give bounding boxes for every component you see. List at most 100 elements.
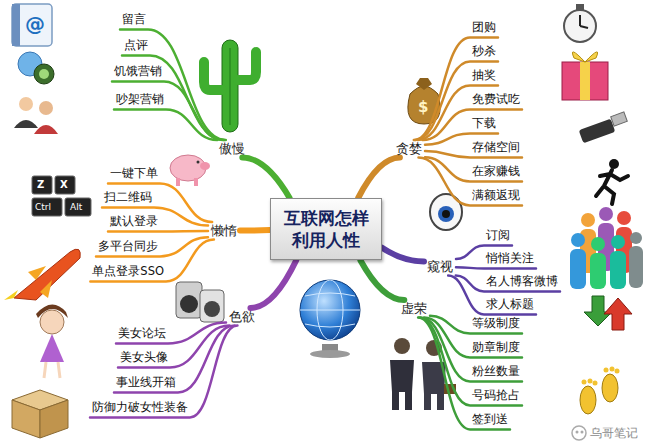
branch-topic: 窥视 bbox=[424, 258, 456, 276]
topic-text: 美女论坛 bbox=[118, 326, 166, 340]
topic-text: 美女头像 bbox=[120, 350, 168, 364]
topic-text: 互联网怎样 利用人性 bbox=[281, 207, 371, 251]
chat-icon-part bbox=[39, 69, 49, 79]
rocket-part bbox=[4, 290, 18, 300]
branch-line bbox=[360, 260, 404, 300]
globe-part bbox=[305, 324, 355, 327]
topic-text: 在家赚钱 bbox=[472, 164, 520, 178]
pig-part bbox=[176, 178, 180, 186]
branch-topic: 贪婪 bbox=[393, 140, 425, 158]
topic-text: 一键下单 bbox=[110, 166, 158, 180]
leaf-topic: 一键下单 bbox=[108, 166, 160, 183]
icon-text: X bbox=[60, 180, 68, 190]
gift-box-part bbox=[580, 62, 590, 100]
running-man bbox=[596, 159, 628, 204]
stopwatch bbox=[564, 4, 596, 42]
topic-text: 虚荣 bbox=[401, 301, 427, 317]
girl-figure-part bbox=[36, 304, 68, 318]
rocket-part bbox=[14, 249, 80, 300]
people-icon bbox=[14, 97, 58, 134]
footprints-part bbox=[610, 367, 615, 372]
business-people-part bbox=[405, 392, 412, 410]
topic-text: 懒惰 bbox=[211, 223, 237, 239]
cactus-part bbox=[238, 52, 256, 80]
leaf-topic: 在家赚钱 bbox=[470, 164, 522, 181]
crowd bbox=[570, 207, 643, 289]
eye-part bbox=[438, 206, 454, 222]
leaf-topic: 团购 bbox=[470, 20, 498, 37]
eye-part bbox=[442, 210, 450, 218]
crowd-part bbox=[591, 237, 605, 251]
keyboard-keys-part bbox=[32, 198, 62, 216]
topic-text: 色欲 bbox=[229, 309, 255, 325]
cactus-part bbox=[204, 62, 222, 90]
cactus bbox=[204, 40, 256, 132]
business-people-part bbox=[390, 360, 414, 392]
parcel-box bbox=[12, 390, 68, 438]
pig-part bbox=[197, 161, 200, 164]
crowd-part bbox=[571, 233, 585, 247]
leaf-line bbox=[108, 230, 208, 233]
branch-topic: 虚荣 bbox=[398, 300, 430, 318]
speakers-part bbox=[176, 282, 202, 318]
branch-topic: 懒惰 bbox=[208, 222, 240, 240]
leaf-topic: 默认登录 bbox=[108, 214, 160, 231]
topic-text: 窥视 bbox=[427, 259, 453, 275]
topic-text: 求人标题 bbox=[486, 297, 534, 311]
leaf-topic: 多平台同步 bbox=[96, 239, 160, 256]
topic-text: 扫二维码 bbox=[104, 190, 152, 204]
topic-text: 抽奖 bbox=[472, 68, 496, 82]
rocket-part bbox=[28, 266, 46, 280]
icon-text: Ctrl bbox=[35, 203, 51, 212]
people-icon-part bbox=[19, 97, 33, 111]
branch-topic: 色欲 bbox=[226, 308, 258, 326]
leaf-topic: 点评 bbox=[122, 38, 150, 55]
topic-text: 防御力破女性装备 bbox=[92, 400, 188, 414]
people-icon-part bbox=[34, 125, 58, 134]
leaf-line bbox=[425, 157, 522, 181]
stopwatch-part bbox=[576, 4, 584, 10]
chat-icon-part bbox=[34, 64, 54, 84]
leaf-topic: 存储空间 bbox=[470, 140, 522, 157]
pig-part bbox=[200, 162, 210, 170]
footprints-part bbox=[604, 368, 609, 373]
usb-stick-part bbox=[579, 119, 616, 144]
running-man-part bbox=[609, 159, 619, 169]
cactus-part bbox=[229, 48, 231, 125]
topic-text: 多平台同步 bbox=[98, 239, 158, 253]
stopwatch-part bbox=[579, 15, 581, 26]
leaf-topic: 下载 bbox=[470, 116, 498, 133]
rocket bbox=[4, 249, 80, 300]
leaf-topic: 等级制度 bbox=[470, 316, 522, 333]
business-people-part bbox=[392, 392, 399, 410]
up-down-arrows-part bbox=[604, 298, 632, 330]
watermark-icon-part bbox=[576, 431, 579, 434]
girl-figure-part bbox=[44, 362, 46, 378]
people-icon-part bbox=[14, 120, 38, 128]
usb-stick bbox=[579, 112, 628, 143]
gift-box-part bbox=[572, 52, 597, 62]
leaf-line bbox=[90, 326, 237, 418]
topic-text: 傲慢 bbox=[219, 141, 245, 157]
speakers bbox=[176, 282, 224, 322]
email-icon bbox=[12, 4, 52, 46]
leaf-topic: 防御力破女性装备 bbox=[90, 400, 190, 417]
leaf-topic: 名人博客微博 bbox=[484, 274, 560, 291]
people-icon-part bbox=[39, 101, 53, 115]
footprints-part bbox=[615, 369, 620, 374]
gift-box-part bbox=[562, 62, 608, 100]
leaf-topic: 满额返现 bbox=[470, 188, 522, 205]
topic-text: 勋章制度 bbox=[472, 340, 520, 354]
stopwatch-part bbox=[564, 10, 596, 42]
footprints-part bbox=[588, 379, 593, 384]
leaf-topic: 吵架营销 bbox=[114, 92, 166, 109]
up-down-arrows bbox=[584, 296, 632, 330]
stopwatch-part bbox=[580, 26, 588, 28]
leaf-topic: 悄悄关注 bbox=[484, 251, 536, 268]
leaf-topic: 勋章制度 bbox=[470, 340, 522, 357]
leaf-line bbox=[414, 37, 498, 140]
leaf-topic: 事业线开箱 bbox=[114, 375, 178, 392]
icon-text: $ bbox=[418, 100, 428, 115]
leaf-topic: 抽奖 bbox=[470, 68, 498, 85]
